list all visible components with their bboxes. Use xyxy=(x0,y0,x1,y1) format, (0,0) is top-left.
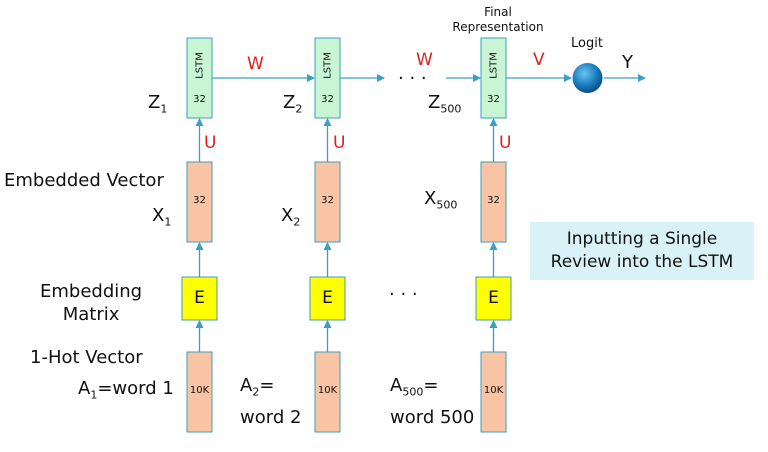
row-label-one-hot-vector: 1-Hot Vector xyxy=(30,347,143,368)
x-label-1: X1 xyxy=(152,205,172,229)
embedding-matrix-500 xyxy=(475,276,512,321)
embedding-symbol-2: E xyxy=(322,288,333,308)
embedded-vector-1 xyxy=(186,161,213,243)
lstm-units-1: 32 xyxy=(193,94,206,105)
lstm-cell-1 xyxy=(186,37,213,119)
weight-u-2: U xyxy=(333,133,346,153)
one-hot-vector-1 xyxy=(186,351,213,433)
embedded-units-500: 32 xyxy=(487,195,500,206)
row-label-embedded-vector: Embedded Vector xyxy=(4,170,164,191)
ellipsis-top: · · · xyxy=(398,68,427,89)
z-label-1: Z1 xyxy=(148,92,168,116)
embedded-vector-2 xyxy=(314,161,341,243)
embedding-symbol-500: E xyxy=(488,288,499,308)
a-label-1: A1=word 1 xyxy=(78,378,174,402)
weight-v: V xyxy=(533,50,545,70)
lstm-units-500: 32 xyxy=(487,94,500,105)
embedded-units-2: 32 xyxy=(321,195,334,206)
one-hot-vector-2 xyxy=(314,351,341,433)
one-hot-vector-500 xyxy=(480,351,507,433)
lstm-label-2: LSTM xyxy=(322,52,334,79)
weight-w-1: W xyxy=(247,54,264,74)
embedding-symbol-1: E xyxy=(194,288,205,308)
a-label-2: A2=word 2 xyxy=(240,375,302,428)
lstm-units-2: 32 xyxy=(321,94,334,105)
weight-w-2: W xyxy=(416,50,433,70)
weight-u-500: U xyxy=(499,133,512,153)
z-label-500: Z500 xyxy=(428,92,462,116)
onehot-size-2: 10K xyxy=(317,385,338,396)
logit-node xyxy=(572,63,603,93)
x-label-500: X500 xyxy=(424,188,458,212)
weight-u-1: U xyxy=(204,133,217,153)
lstm-label-500: LSTM xyxy=(488,52,500,79)
logit-label: Logit xyxy=(571,36,603,51)
ellipsis-bottom: · · · xyxy=(389,284,418,305)
onehot-size-1: 10K xyxy=(189,385,210,396)
output-y-label: Y xyxy=(622,52,633,73)
embedded-units-1: 32 xyxy=(193,195,206,206)
lstm-label-1: LSTM xyxy=(194,52,206,79)
a-label-500: A500=word 500 xyxy=(390,375,475,428)
z-label-2: Z2 xyxy=(283,92,303,116)
onehot-size-500: 10K xyxy=(483,385,504,396)
x-label-2: X2 xyxy=(281,205,301,229)
embedded-vector-500 xyxy=(480,161,507,243)
